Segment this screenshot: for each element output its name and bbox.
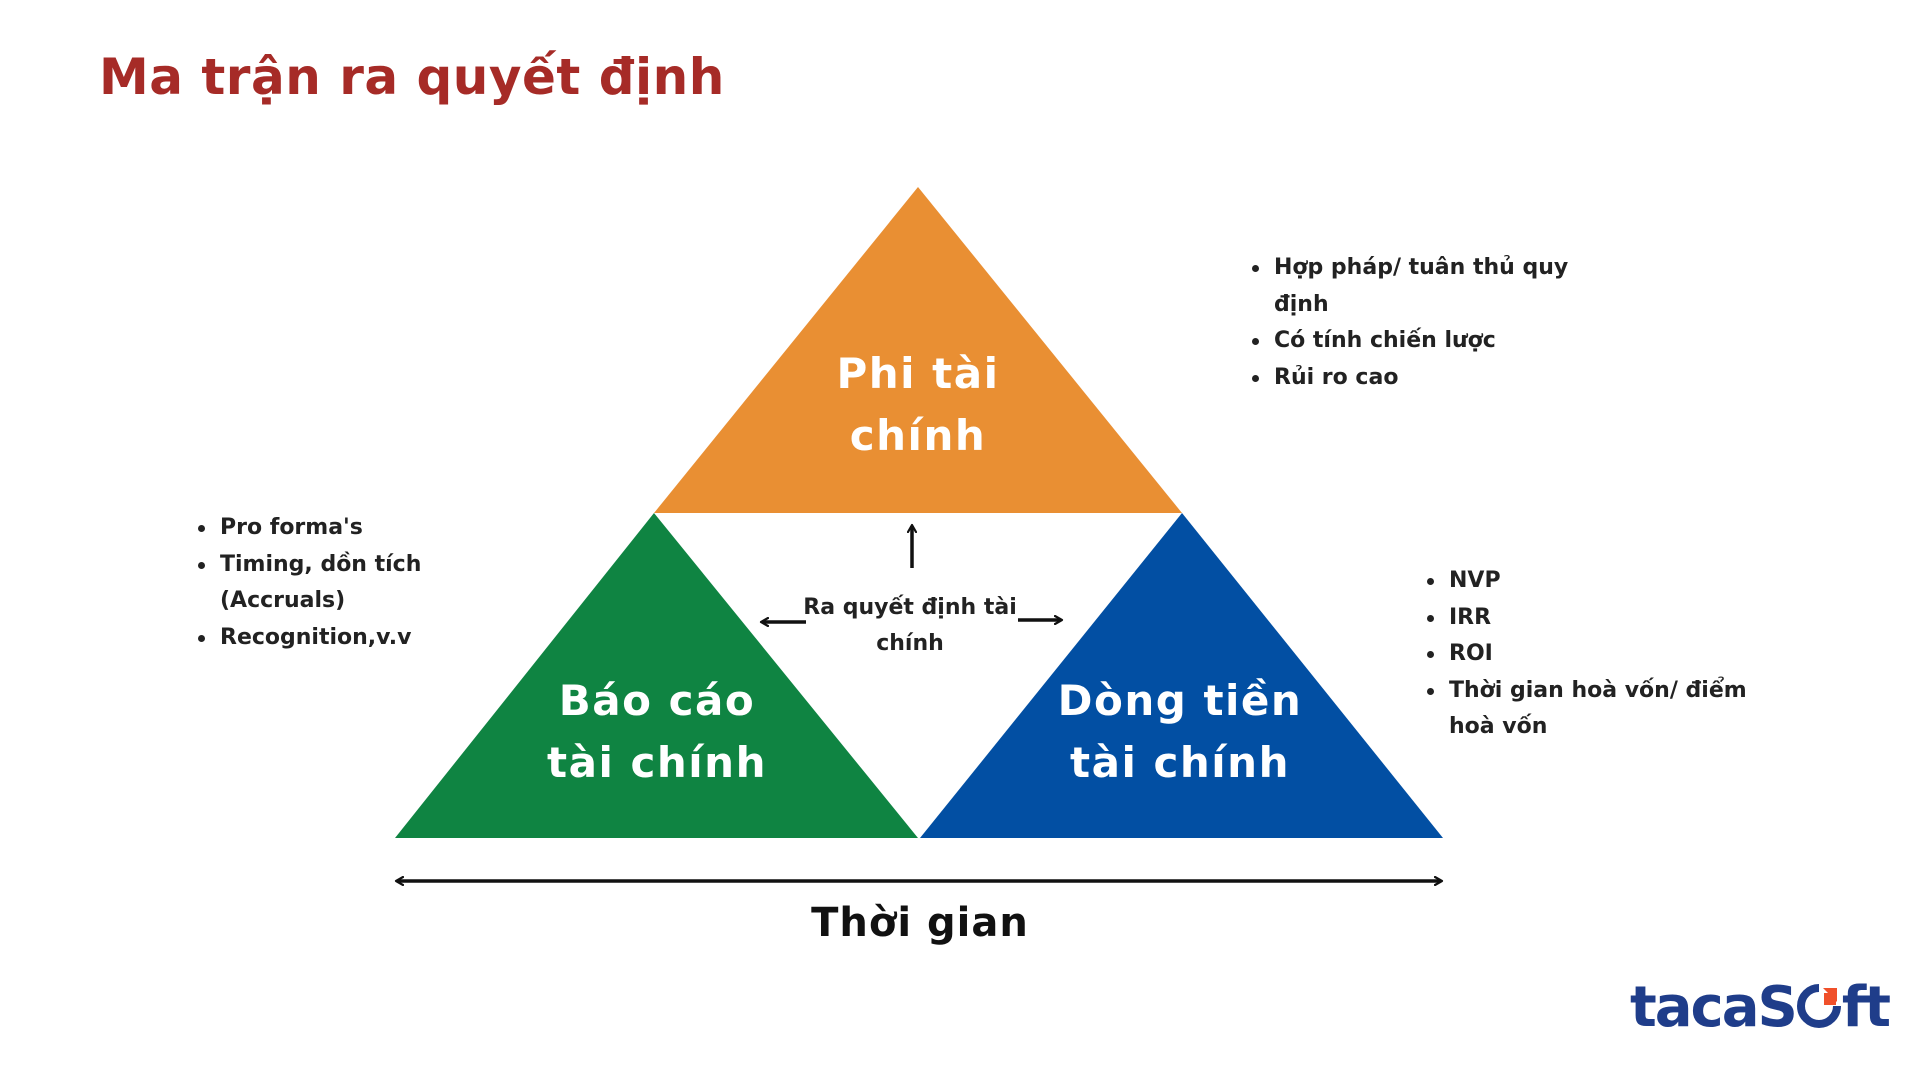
center-label-line1: Ra quyết định tài [803,595,1017,620]
list-item: Có tính chiến lược [1248,323,1568,360]
logo-text-part3: ft [1841,975,1891,1040]
list-item: Thời gian hoà vốn/ điểm [1423,673,1747,710]
bullet-list-top-right: Hợp pháp/ tuân thủ quy định Có tính chiế… [1248,250,1568,396]
list-item: Hợp pháp/ tuân thủ quy [1248,250,1568,287]
list-item: ROI [1423,636,1747,673]
list-item: Recognition,v.v [194,620,421,657]
bullet-list-right: NVP IRR ROI Thời gian hoà vốn/ điểm hoà … [1423,563,1747,746]
tacasoft-logo: tacaS ft [1630,980,1891,1036]
triangle-left-line1: Báo cáo [558,676,756,725]
list-item: IRR [1423,600,1747,637]
triangle-left-line2: tài chính [547,738,767,787]
triangle-top-label: Phi tài chính [768,343,1068,467]
triangle-right-line2: tài chính [1070,738,1290,787]
triangle-right-label: Dòng tiền tài chính [1030,670,1330,794]
list-item: Pro forma's [194,510,421,547]
triangle-right-line1: Dòng tiền [1057,676,1303,725]
center-label-line2: chính [876,631,944,656]
logo-o-mark-icon [1796,982,1841,1028]
logo-text-part2: S [1757,975,1798,1040]
center-label: Ra quyết định tài chính [800,590,1020,662]
list-item: Timing, dồn tích [194,547,421,584]
page-title: Ma trận ra quyết định [99,48,725,106]
triangle-left-shape [395,513,918,838]
list-item-continuation: định [1274,291,1329,317]
list-item-continuation: (Accruals) [220,588,346,613]
list-item-continuation: hoà vốn [1449,714,1548,739]
triangle-top-shape [654,187,1182,513]
triangle-right-shape [920,513,1443,838]
triangle-left-label: Báo cáo tài chính [507,670,807,794]
bullet-list-left: Pro forma's Timing, dồn tích (Accruals) … [194,510,421,656]
triangle-top-line1: Phi tài [836,349,1000,398]
list-item: NVP [1423,563,1747,600]
list-item: Rủi ro cao [1248,360,1568,397]
logo-text-part1: taca [1630,975,1760,1040]
time-axis-label: Thời gian [811,900,1029,946]
triangle-top-line2: chính [849,411,987,460]
